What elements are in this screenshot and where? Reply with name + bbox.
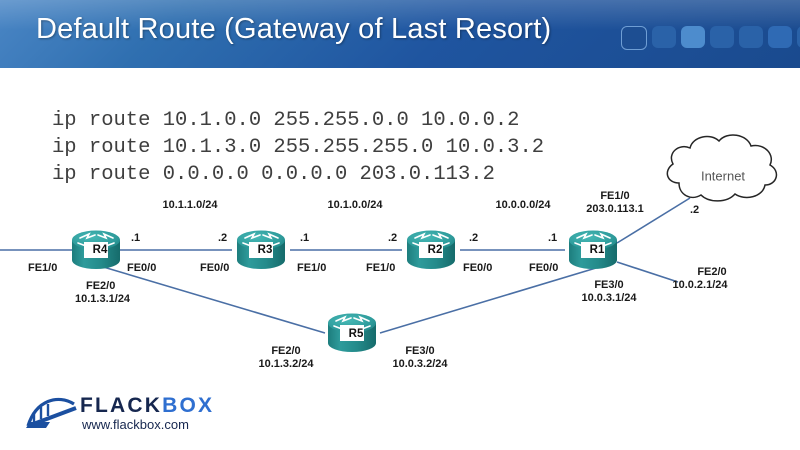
router-icon-r5 — [328, 313, 376, 352]
header-square-6 — [768, 26, 792, 48]
router-label-r4: R4 — [92, 244, 108, 256]
router-config-code: ip route 10.1.0.0 255.255.0.0 10.0.0.2 i… — [52, 108, 545, 186]
header-square-strip — [621, 26, 800, 50]
iface-label-r4-fe1-0: FE1/0 — [28, 262, 58, 274]
header-square-1 — [621, 26, 647, 50]
iface-label-r3-fe0-0: FE0/0 — [200, 262, 230, 274]
iface-label-r1-fe1-0: FE1/0 — [600, 190, 630, 202]
subnet-label-r3-r2: 10.1.0.0/24 — [327, 199, 383, 211]
iface-label-r1-fe3-0: FE3/0 — [594, 279, 624, 291]
internet-cloud-label: Internet — [700, 168, 746, 184]
iface-label-r4-fe2-0: FE2/0 — [86, 280, 116, 292]
iface-ip-r4-fe2-0: 10.1.3.1/24 — [75, 293, 131, 305]
bridge-icon — [26, 397, 77, 428]
logo-url: www.flackbox.com — [82, 417, 189, 432]
header-square-5 — [739, 26, 763, 48]
iface-ip-r5-fe3-0: 10.0.3.2/24 — [392, 358, 448, 370]
router-icon-r1 — [569, 230, 617, 269]
iface-label-r4-fe0-0: FE0/0 — [127, 262, 157, 274]
link-r1-fe2-stub — [616, 261, 679, 283]
host-octet-r2-right: .2 — [469, 232, 479, 244]
iface-ip-r5-fe2-0: 10.1.3.2/24 — [258, 358, 314, 370]
link-r5-r1 — [379, 267, 597, 334]
router-label-r2: R2 — [427, 244, 443, 256]
iface-label-r1-fe2-0: FE2/0 — [697, 266, 727, 278]
iface-label-r2-fe1-0: FE1/0 — [366, 262, 396, 274]
host-octet-internet: .2 — [690, 204, 700, 216]
logo-word-box: BOX — [162, 394, 215, 417]
subnet-label-r2-r1: 10.0.0.0/24 — [495, 199, 551, 211]
internet-cloud — [666, 134, 778, 202]
header-square-7 — [797, 26, 800, 48]
topology-links — [0, 197, 691, 334]
iface-label-r5-fe3-0: FE3/0 — [405, 345, 435, 357]
host-octet-r4-right: .1 — [131, 232, 141, 244]
router-label-r5: R5 — [348, 328, 364, 340]
iface-label-r2-fe0-0: FE0/0 — [463, 262, 493, 274]
link-r4-r5 — [99, 265, 326, 334]
page-title: Default Route (Gateway of Last Resort) — [36, 13, 552, 45]
host-octet-r3-left: .2 — [218, 232, 228, 244]
iface-label-r3-fe1-0: FE1/0 — [297, 262, 327, 274]
iface-ip-r1-fe3-0: 10.0.3.1/24 — [581, 292, 637, 304]
router-icon-r3 — [237, 230, 285, 269]
flackbox-logo: FLACKBOX www.flackbox.com — [24, 392, 244, 440]
iface-label-r5-fe2-0: FE2/0 — [271, 345, 301, 357]
router-icon-r2 — [407, 230, 455, 269]
host-octet-r2-left: .2 — [388, 232, 398, 244]
iface-ip-r1-fe2-0: 10.0.2.1/24 — [672, 279, 728, 291]
link-r1-internet — [616, 197, 691, 244]
iface-label-r1-fe0-0: FE0/0 — [529, 262, 559, 274]
subnet-label-r4-r3: 10.1.1.0/24 — [162, 199, 218, 211]
host-octet-r1-left: .1 — [548, 232, 558, 244]
host-octet-r3-right: .1 — [300, 232, 310, 244]
router-icon-r4 — [72, 230, 120, 269]
router-label-r3: R3 — [257, 244, 273, 256]
logo-wordmark: FLACKBOX — [80, 394, 214, 418]
header-square-2 — [652, 26, 676, 48]
header-square-3 — [681, 26, 705, 48]
router-label-r1: R1 — [589, 244, 605, 256]
iface-ip-r1-fe1-0: 203.0.113.1 — [586, 203, 644, 215]
header-square-4 — [710, 26, 734, 48]
logo-word-flack: FLACK — [80, 394, 163, 417]
